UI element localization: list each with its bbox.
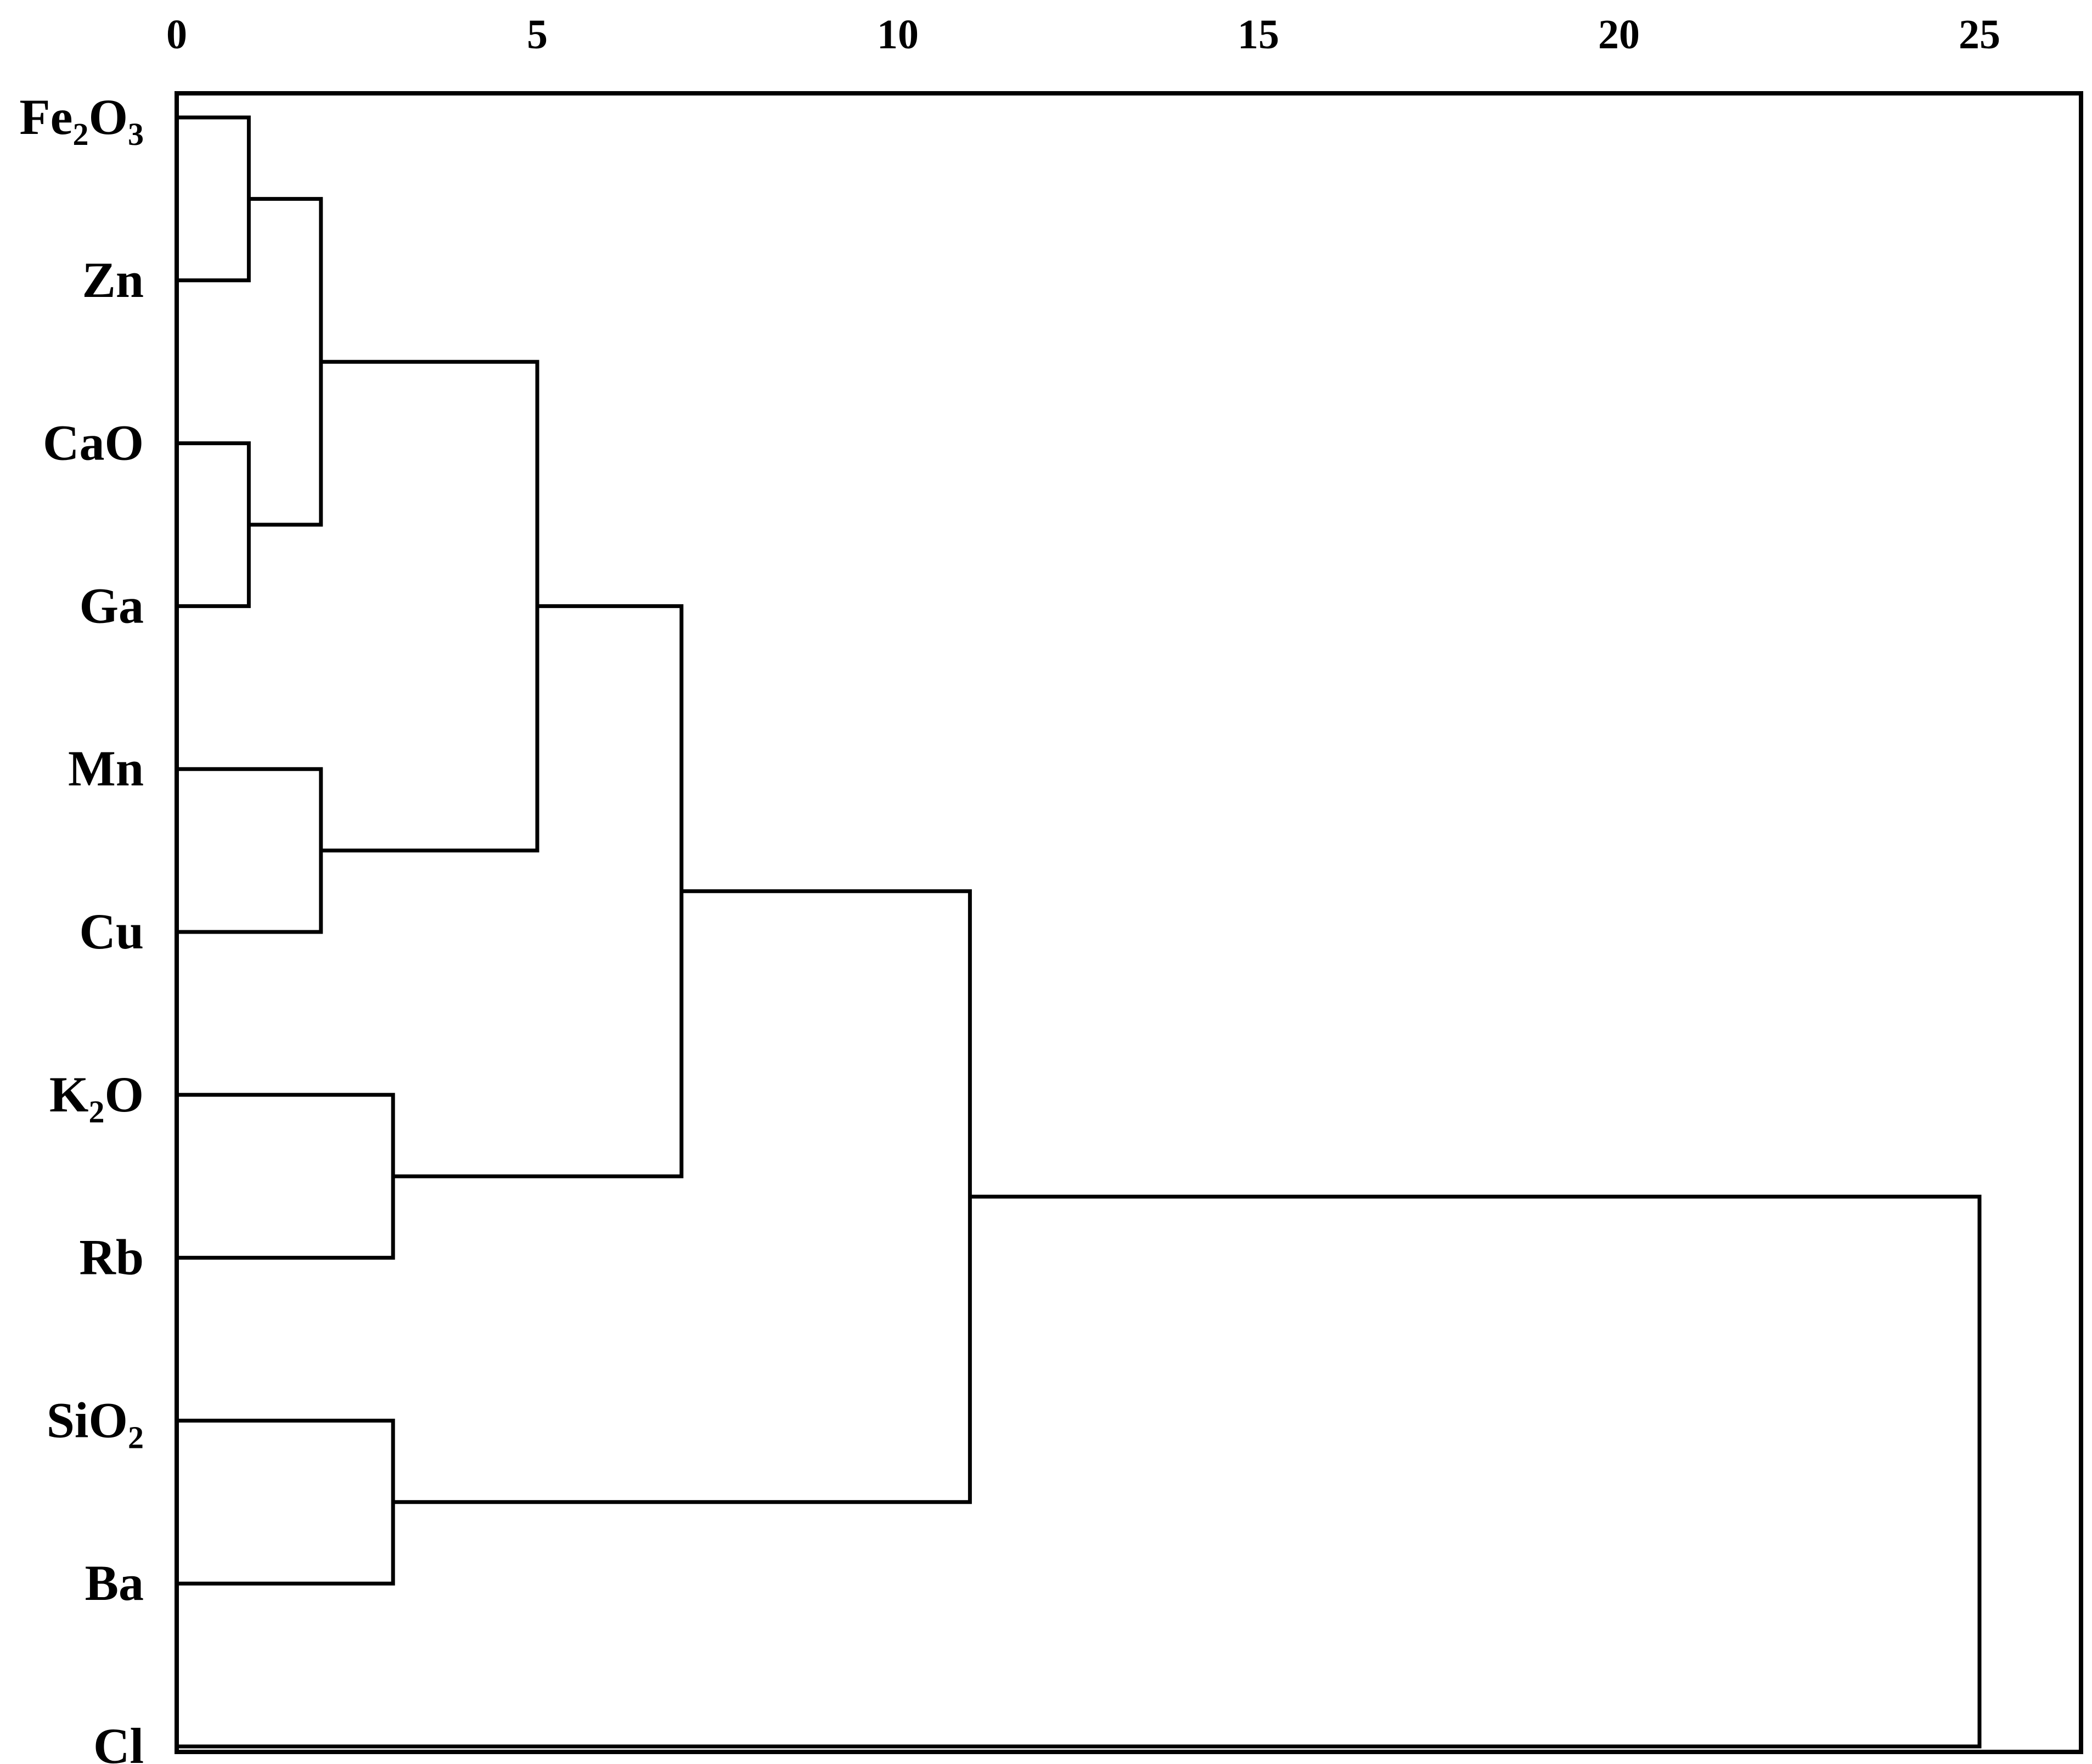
x-tick-label: 5 <box>527 12 548 58</box>
x-tick-label: 20 <box>1598 12 1640 58</box>
dendrogram-link <box>320 359 539 853</box>
dendrogram-link <box>177 1093 395 1260</box>
x-tick-label: 10 <box>877 12 919 58</box>
dendrogram-link <box>177 115 251 283</box>
dendrogram-links <box>177 115 1982 1749</box>
leaf-label: K2O <box>49 1066 144 1130</box>
leaf-label: Fe2O3 <box>19 89 144 152</box>
x-axis-ticks: 0 5 10 15 20 25 <box>166 12 2000 58</box>
leaf-label: CaO <box>43 415 144 471</box>
dendrogram-link <box>177 441 251 608</box>
leaf-label: Rb <box>79 1229 144 1285</box>
dendrogram-link <box>177 1418 395 1586</box>
leaf-label: Ga <box>79 577 144 633</box>
dendrogram-link <box>177 767 323 934</box>
leaf-label: Zn <box>82 252 144 308</box>
leaf-label: Cl <box>93 1718 144 1764</box>
dendrogram-link <box>249 196 323 527</box>
leaf-label: Ba <box>85 1555 144 1611</box>
leaf-label: Cu <box>79 903 144 959</box>
x-tick-label: 25 <box>1959 12 2000 58</box>
leaf-label: Mn <box>68 740 144 796</box>
x-tick-label: 0 <box>166 12 187 58</box>
x-tick-label: 15 <box>1238 12 1279 58</box>
leaf-label: SiO2 <box>47 1392 144 1455</box>
plot-frame <box>175 91 2083 1754</box>
dendrogram-link <box>177 1194 1982 1749</box>
